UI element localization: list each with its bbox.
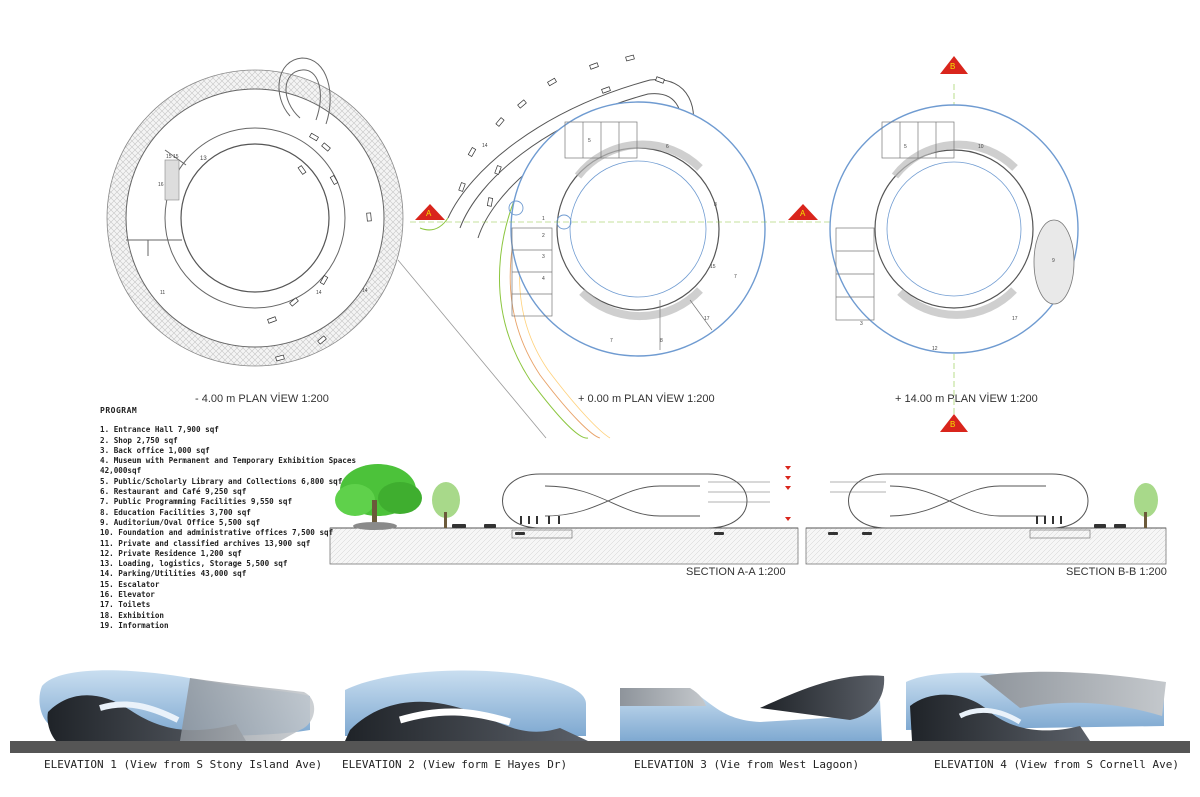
program-item: 3. Back office 1,000 sqf [100,445,210,455]
program-item: 1. Entrance Hall 7,900 sqf [100,425,219,435]
plan-title-ground: + 0.00 m PLAN VİEW 1:200 [578,393,715,405]
basement-room-13: 13 [200,156,207,162]
elevation-ground-bar [10,741,1190,753]
section-a-markers [410,204,910,223]
section-b-title: SECTION B-B 1:200 [1066,566,1167,578]
program-item: 15. Escalator [100,579,160,589]
program-item: 9. Auditorium/Oval Office 5,500 sqf [100,517,261,527]
svg-text:1: 1 [542,216,545,222]
elevation-1-caption: ELEVATION 1 (View from S Stony Island Av… [44,758,323,771]
program-item: 14. Parking/Utilities 43,000 sqf [100,569,247,579]
svg-text:7: 7 [610,338,613,344]
section-b-marker-top: B [950,62,956,71]
section-b-marker-bottom: B [950,420,956,429]
section-a-marker-right: A [800,209,806,218]
program-item: 13. Loading, logistics, Storage 5,500 sq… [100,559,288,569]
elevation-3 [620,675,885,741]
program-item: 4. Museum with Permanent and Temporary E… [100,456,357,466]
program-item: 8. Education Facilities 3,700 sqf [100,507,251,517]
program-item: 42,000sqf [100,466,142,476]
svg-text:9: 9 [1052,258,1055,264]
plan-title-basement: - 4.00 m PLAN VİEW 1:200 [195,393,329,405]
svg-text:11: 11 [160,290,165,296]
tree-small-b [1134,483,1158,528]
svg-text:16: 16 [158,182,164,188]
svg-text:15: 15 [710,264,716,270]
svg-text:3: 3 [860,321,863,327]
upper-plan: 10 9 12 3 5 17 [829,104,1079,354]
program-item: 16. Elevator [100,590,155,600]
program-item: 6. Restaurant and Café 9,250 sqf [100,487,247,497]
elevation-1 [39,670,315,741]
program-item: 12. Private Residence 1,200 sqf [100,548,242,558]
plan-title-upper: + 14.00 m PLAN VİEW 1:200 [895,393,1038,405]
program-item: 2. Shop 2,750 sqf [100,435,178,445]
program-item: 5. Public/Scholarly Library and Collecti… [100,476,343,486]
svg-text:17: 17 [1012,316,1018,322]
tree-small-a [432,482,460,528]
svg-text:5: 5 [904,144,907,150]
program-item: 11. Private and classified archives 13,9… [100,538,311,548]
svg-text:3: 3 [542,254,545,260]
svg-text:8: 8 [714,202,717,208]
program-item: 18. Exhibition [100,610,165,620]
svg-text:17: 17 [704,316,710,322]
svg-text:5: 5 [588,138,591,144]
program-title: PROGRAM [100,406,138,415]
svg-text:7: 7 [734,274,737,280]
ground-plan: 14 6 8 7 7 8 1 2 3 4 5 15 17 [419,54,766,439]
svg-text:14: 14 [362,288,368,294]
section-b-b [805,473,1167,565]
svg-text:14: 14 [482,143,488,149]
tree-large [335,464,422,530]
svg-text:8: 8 [660,338,663,344]
elevation-4-caption: ELEVATION 4 (View from S Cornell Ave) [934,758,1180,771]
svg-text:2: 2 [542,233,545,239]
section-a-marker-left: A [426,209,432,218]
elevation-2 [345,670,588,741]
program-item: 10. Foundation and administrative office… [100,528,334,538]
svg-text:4: 4 [542,276,545,282]
svg-text:10: 10 [978,144,984,150]
elevation-2-caption: ELEVATION 2 (View form E Hayes Dr) [342,758,568,771]
program-item: 17. Toilets [100,600,151,610]
program-item: 7. Public Programming Facilities 9,550 s… [100,497,293,507]
elevation-3-caption: ELEVATION 3 (Vie from West Lagoon) [634,758,860,771]
svg-text:6: 6 [666,144,669,150]
section-a-title: SECTION A-A 1:200 [686,566,786,578]
svg-text:15 15: 15 15 [166,154,179,160]
basement-plan: 13 15 15 16 11 14 14 [106,57,404,367]
program-item: 19. Information [100,620,169,630]
svg-text:14: 14 [316,290,322,296]
section-a-a [329,464,799,565]
elevation-4 [906,671,1166,741]
svg-text:12: 12 [932,346,938,352]
